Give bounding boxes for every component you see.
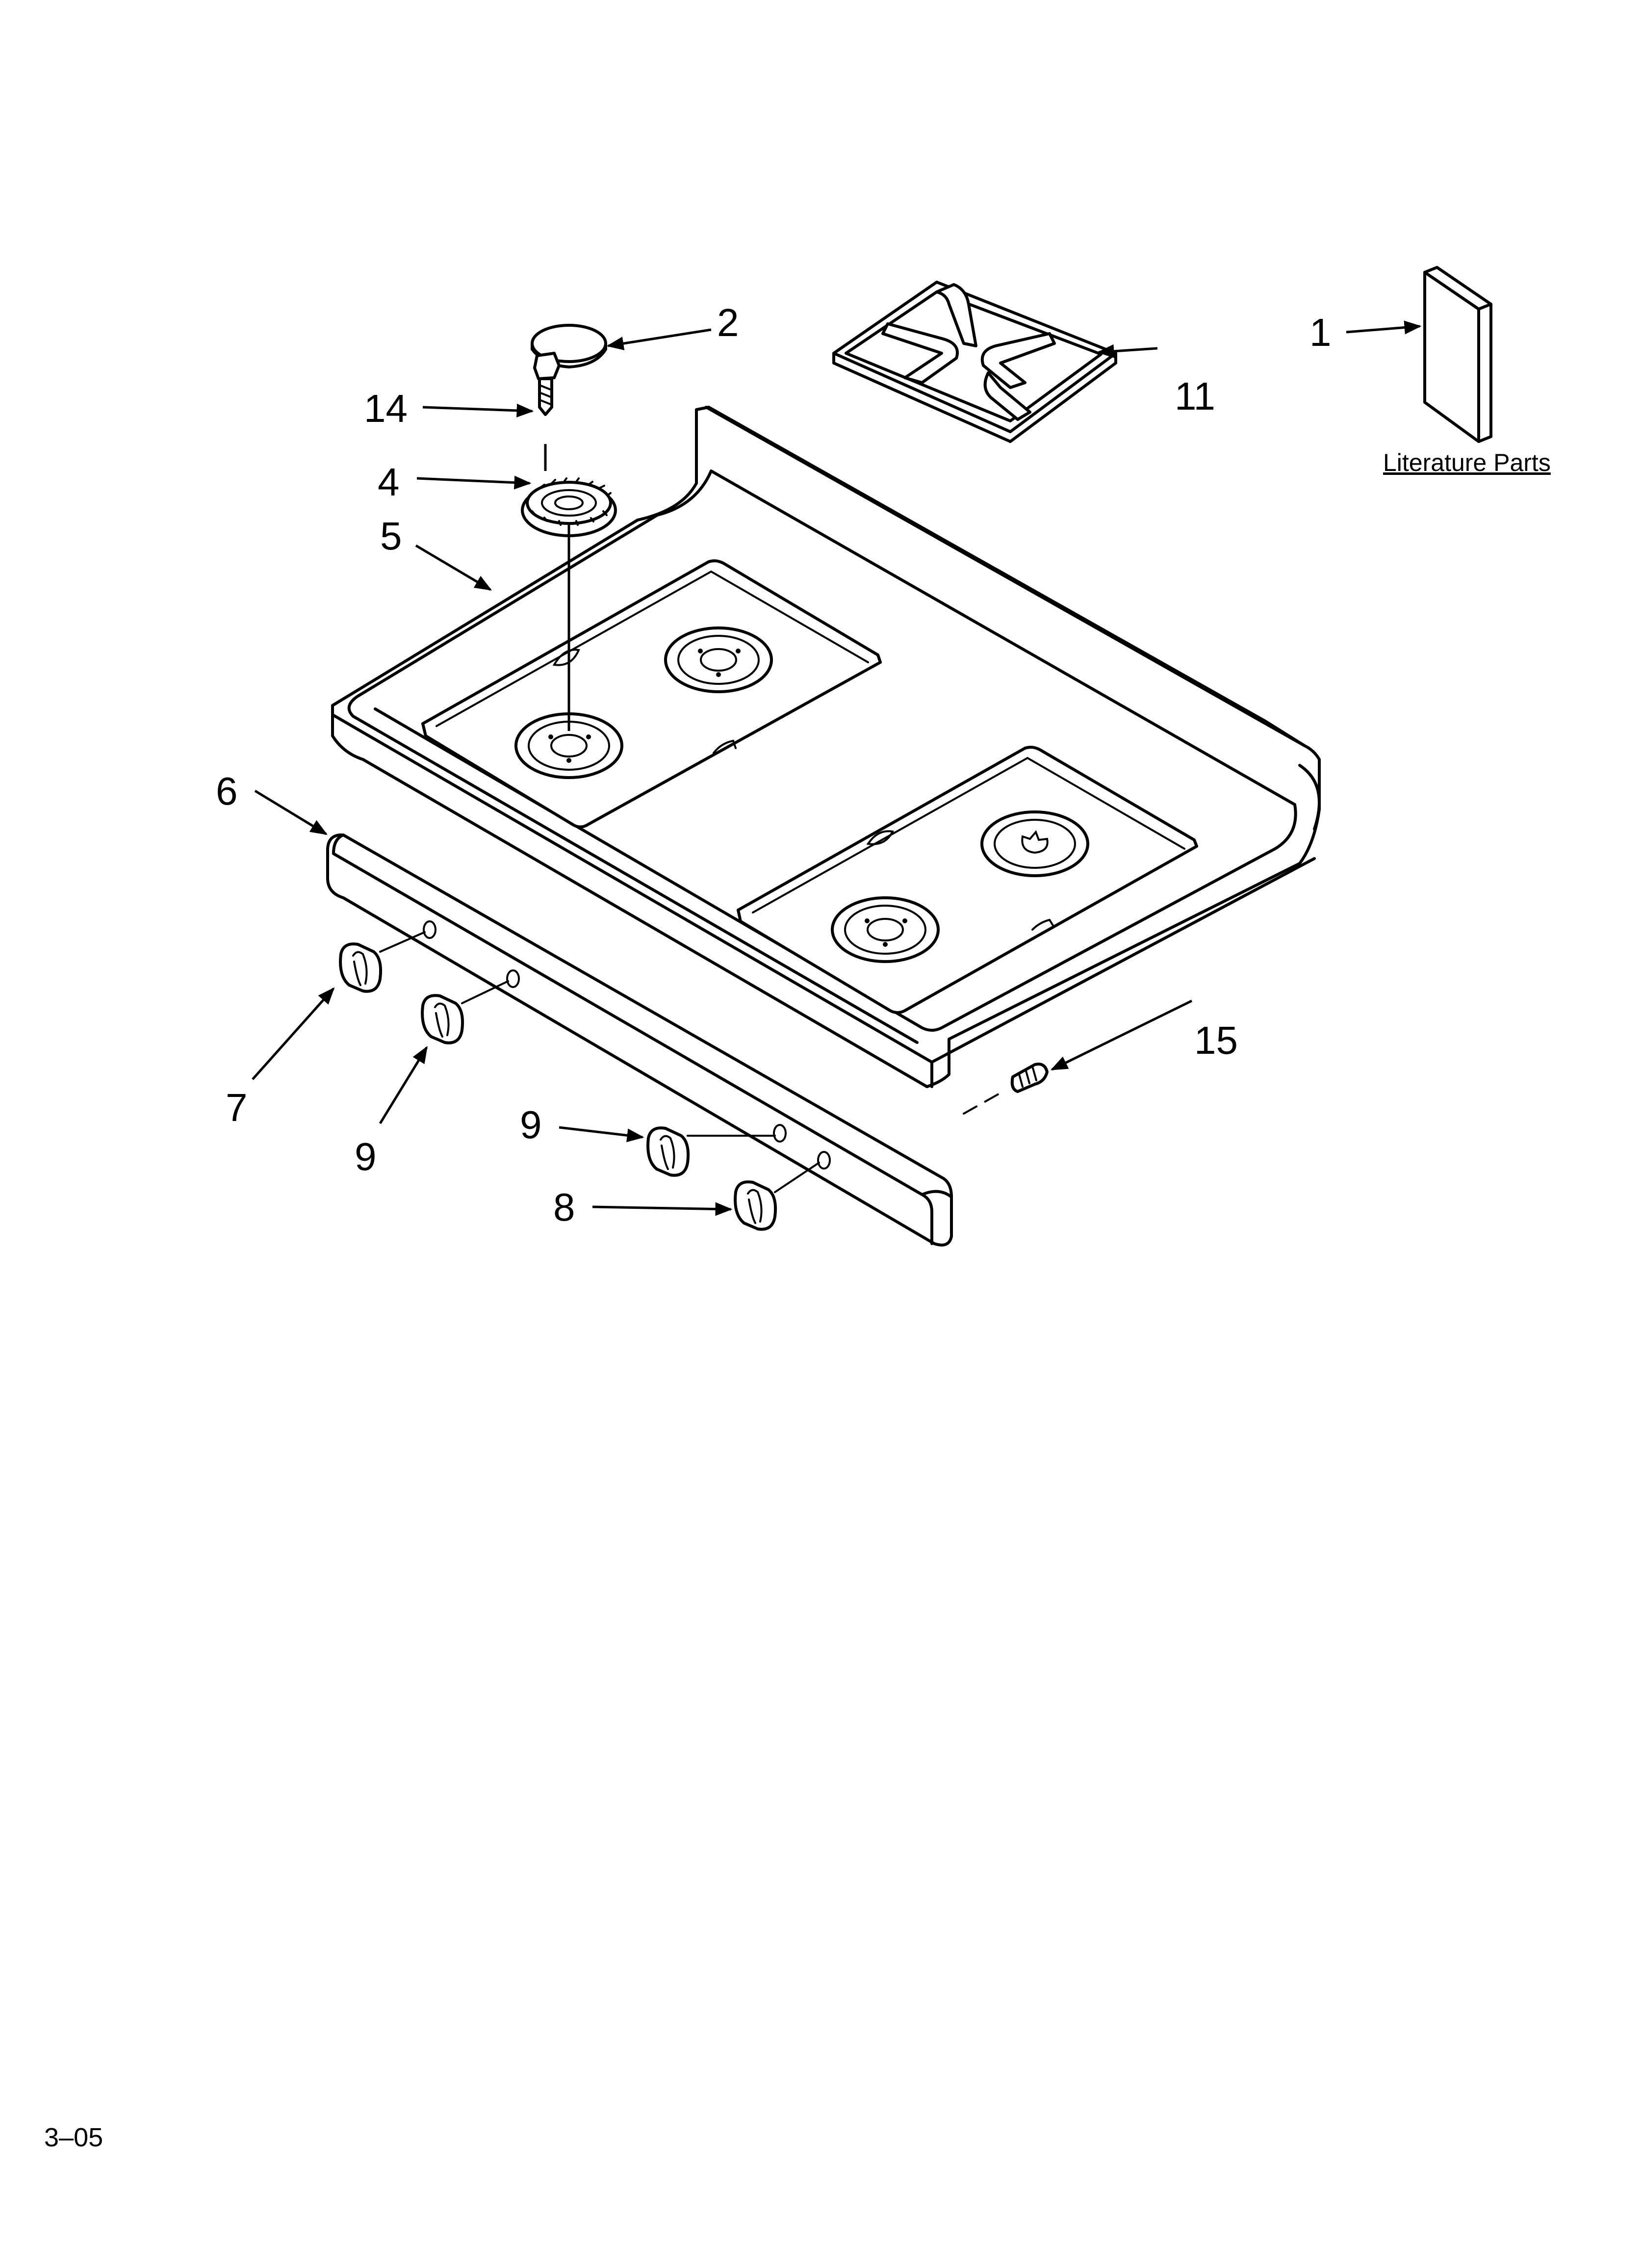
callout-6: 6	[216, 769, 238, 813]
burner-right-rear	[980, 810, 1089, 877]
callout-9-left: 9	[355, 1135, 377, 1178]
grate-11	[832, 281, 1117, 443]
callout-9-right: 9	[520, 1103, 542, 1147]
knob-7	[339, 931, 426, 993]
callout-8: 8	[553, 1185, 575, 1229]
callout-5: 5	[380, 514, 402, 558]
callout-2: 2	[717, 301, 739, 344]
cooktop-main-top	[331, 406, 1321, 1088]
callout-15: 15	[1194, 1018, 1238, 1062]
callout-14: 14	[364, 387, 408, 430]
screw-14	[533, 352, 561, 416]
callout-4: 4	[378, 460, 400, 504]
callout-11: 11	[1175, 374, 1215, 418]
knob-9-right	[646, 1126, 776, 1177]
callout-1: 1	[1309, 311, 1332, 354]
burner-base-4	[521, 477, 617, 537]
literature-parts-booklet	[1423, 266, 1492, 443]
literature-parts-label: Literature Parts	[1383, 449, 1551, 476]
footer-code: 3–05	[44, 2123, 103, 2152]
knob-8	[734, 1162, 820, 1231]
control-panel	[326, 833, 953, 1247]
burner-left-rear	[664, 626, 773, 693]
screw-15	[963, 1063, 1049, 1115]
leader-lines	[252, 320, 1422, 1216]
burner-right-front	[831, 896, 940, 963]
knob-9-left	[421, 980, 509, 1044]
callout-7: 7	[226, 1086, 248, 1129]
callout-labels: 1 2 4 5 6 7 8 9 9 11 14 15 Literature Pa…	[44, 301, 1551, 2152]
